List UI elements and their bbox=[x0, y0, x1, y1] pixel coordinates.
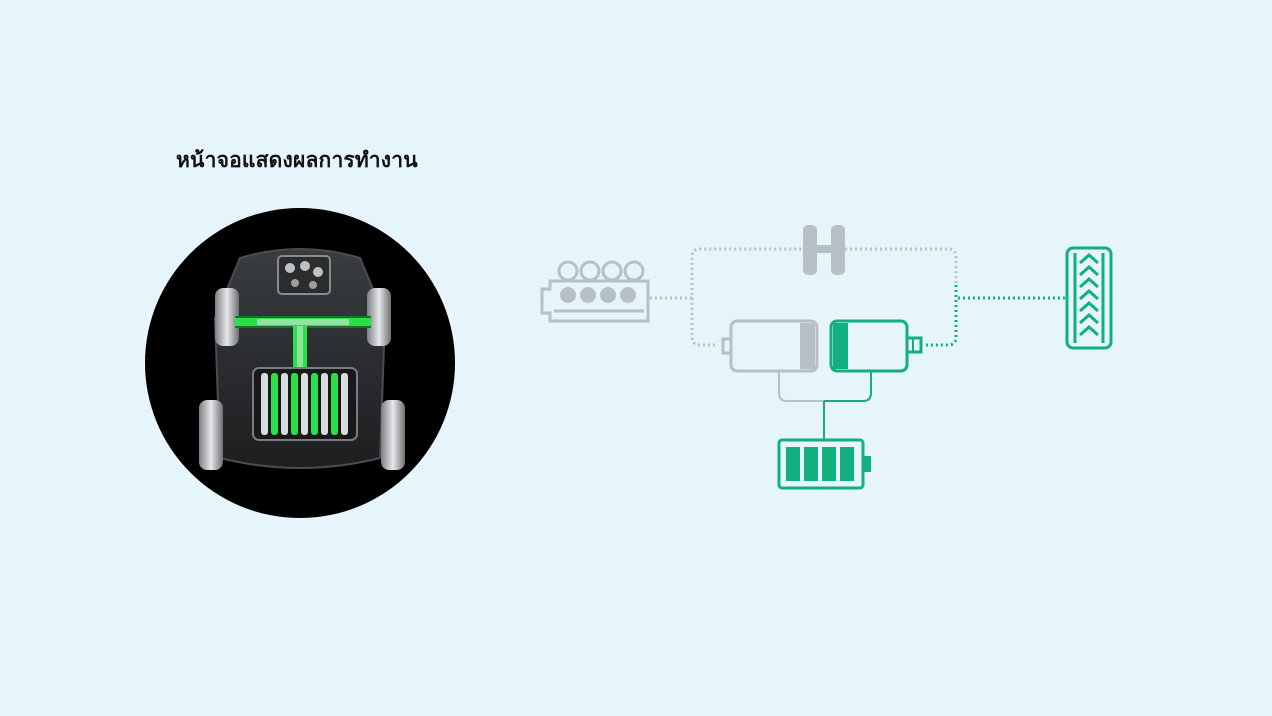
car-chassis-icon bbox=[145, 208, 455, 518]
clutch-icon bbox=[803, 225, 845, 275]
battery-connection bbox=[778, 372, 872, 440]
front-axle-highlight bbox=[235, 316, 371, 374]
wheel-tire-icon bbox=[1065, 246, 1113, 350]
wheel-rear-right bbox=[381, 400, 405, 470]
powertrain-display bbox=[145, 208, 455, 518]
wheel-rear-left bbox=[199, 400, 223, 470]
drive-motor-icon bbox=[829, 319, 923, 373]
inactive-power-path bbox=[650, 247, 958, 347]
engine-icon bbox=[540, 260, 650, 323]
wheel-front-left bbox=[215, 288, 239, 346]
wheel-front-right bbox=[367, 288, 391, 346]
page-title: หน้าจอแสดงผลการทำงาน bbox=[176, 148, 418, 172]
engine-block bbox=[277, 255, 331, 295]
powertrain-flow-diagram bbox=[530, 215, 1130, 505]
active-power-path bbox=[926, 285, 1065, 347]
generator-motor-icon bbox=[721, 319, 819, 373]
battery-icon bbox=[777, 438, 871, 490]
battery-pack-highlight bbox=[252, 367, 358, 441]
